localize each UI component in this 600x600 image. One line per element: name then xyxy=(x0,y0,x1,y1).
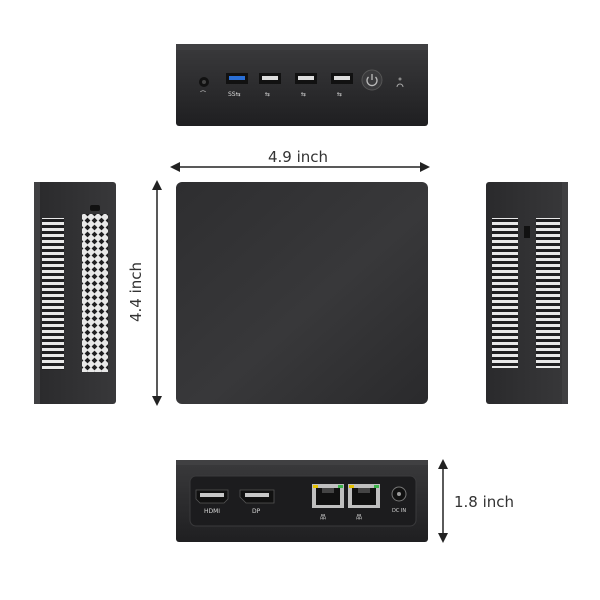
usb2-port: ⇆ xyxy=(295,73,317,98)
usb2-port: ⇆ xyxy=(331,73,353,98)
led-indicator xyxy=(396,77,404,88)
width-label: 4.9 inch xyxy=(268,148,329,166)
dp-label: DP xyxy=(252,508,261,515)
usb2-port: ⇆ xyxy=(259,73,281,98)
height-label: 1.8 inch xyxy=(454,493,515,511)
ethernet-port: 品 xyxy=(348,484,380,521)
usb-label: ⇆ xyxy=(265,91,270,98)
left-side-view xyxy=(34,182,116,404)
ethernet-icon: 品 xyxy=(356,514,362,521)
front-panel: ⌒ SS⇆ ⇆ ⇆ ⇆ xyxy=(176,44,428,126)
dc-power-jack: DC IN xyxy=(391,486,407,514)
power-icon xyxy=(361,69,383,91)
right-side-view xyxy=(486,182,568,404)
svg-text:⌒: ⌒ xyxy=(200,91,206,98)
hdmi-port: HDMI xyxy=(195,489,229,515)
width-dimension-arrow xyxy=(170,162,430,172)
usb-label: SS⇆ xyxy=(228,91,241,98)
depth-label: 4.4 inch xyxy=(127,261,146,323)
ethernet-port: 品 xyxy=(312,484,344,521)
hdmi-label: HDMI xyxy=(204,508,220,515)
dc-label: DC IN xyxy=(392,508,406,514)
headphone-jack-icon: ⌒ xyxy=(199,77,209,98)
ethernet-icon: 品 xyxy=(320,514,326,521)
kensington-lock-icon xyxy=(90,205,100,211)
sd-card-slot-icon xyxy=(524,226,530,238)
displayport-port: DP xyxy=(239,489,275,515)
rear-panel: HDMI DP 品 品 DC IN xyxy=(176,460,428,542)
height-dimension-arrow xyxy=(438,459,448,543)
usb3-port: SS⇆ xyxy=(226,73,248,98)
usb-label: ⇆ xyxy=(337,91,342,98)
usb-label: ⇆ xyxy=(301,91,306,98)
top-view xyxy=(176,182,428,404)
depth-dimension-arrow xyxy=(152,180,162,406)
